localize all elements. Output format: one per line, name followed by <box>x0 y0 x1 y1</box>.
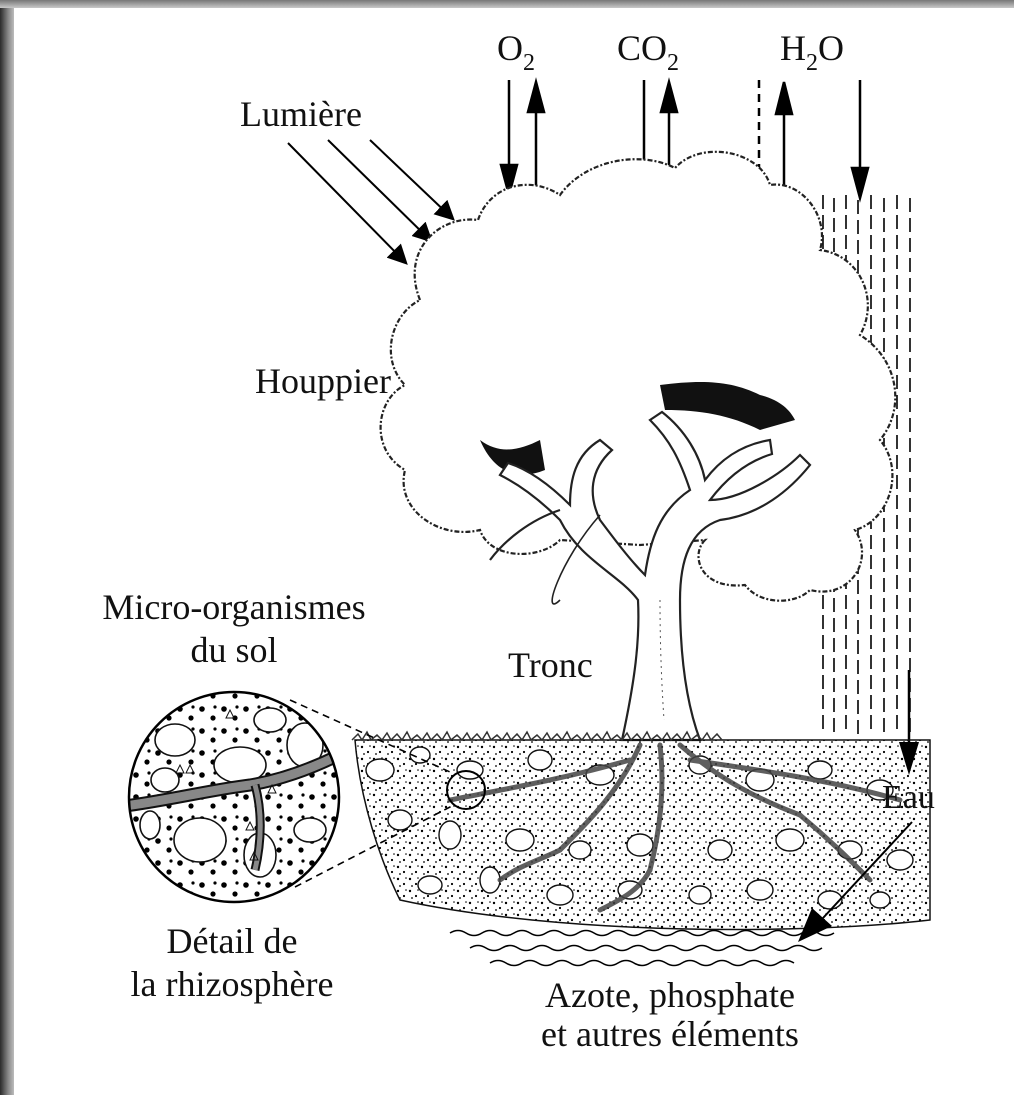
label-oxygen: O2 <box>497 28 535 76</box>
label-trunk: Tronc <box>508 645 593 685</box>
h2o-arrow-down-head <box>852 168 868 198</box>
light-ray-1 <box>288 143 405 262</box>
label-water-vapor: H2O <box>780 28 844 76</box>
groundwater-waves <box>450 931 834 966</box>
co2-arrow-up-head <box>661 82 677 112</box>
label-carbon-dioxide: CO2 <box>617 28 679 76</box>
label-nutrients-2: et autres éléments <box>541 1014 799 1054</box>
label-nutrients-1: Azote, phosphate <box>545 975 795 1015</box>
label-crown: Houppier <box>255 361 391 401</box>
label-microorganisms-2: du sol <box>190 630 277 670</box>
label-water: Eau <box>882 779 935 816</box>
label-light: Lumière <box>240 94 362 134</box>
soil-layer <box>355 740 930 966</box>
light-ray-2 <box>328 140 430 240</box>
oxygen-arrow-up-head <box>528 82 544 112</box>
light-ray-3 <box>370 140 452 218</box>
label-rhizosphere-1: Détail de <box>167 921 298 961</box>
h2o-arrow-up-head <box>776 82 792 114</box>
tree-crown <box>381 152 896 601</box>
rhizosphere-detail-lens <box>120 690 350 910</box>
label-microorganisms-1: Micro-organismes <box>102 587 365 627</box>
label-rhizosphere-2: la rhizosphère <box>131 964 334 1004</box>
